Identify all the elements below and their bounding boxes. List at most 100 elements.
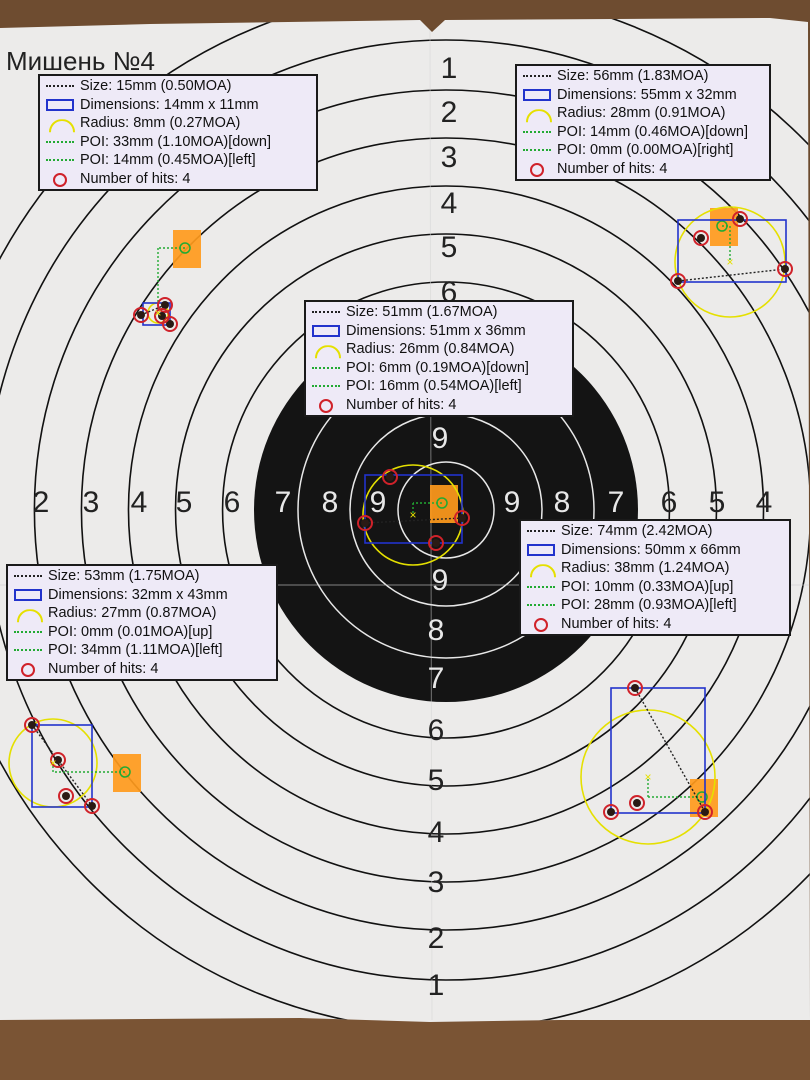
dotted-line-icon	[525, 524, 557, 538]
bullet-hole	[697, 234, 705, 242]
hit-marker-icon	[58, 788, 74, 804]
bullet-hole	[701, 808, 709, 816]
arc-icon	[310, 342, 342, 356]
hit-marker-icon	[133, 307, 149, 323]
ring-label-bottom-8: 8	[428, 614, 445, 647]
hit-marker-icon	[382, 469, 398, 485]
dimensions-box	[31, 724, 93, 808]
target-title: Мишень №4	[6, 46, 155, 76]
red-circle-icon	[12, 662, 44, 677]
rectangle-icon	[310, 324, 342, 338]
group-stats-top-right: Size: 56mm (1.83MOA) Dimensions: 55mm x …	[515, 64, 771, 181]
hit-marker-icon	[732, 211, 748, 227]
group-center-icon: ×	[49, 756, 56, 770]
hit-marker-icon	[50, 752, 66, 768]
arc-icon	[521, 106, 553, 120]
aim-sticker	[173, 230, 201, 268]
ring-label-right-5: 5	[709, 486, 726, 519]
hit-marker-icon	[627, 680, 643, 696]
bullet-hole	[54, 756, 62, 764]
ring-outer-3	[33, 89, 810, 931]
arc-icon	[12, 606, 44, 620]
bullet-hole	[633, 799, 641, 807]
aim-sticker	[430, 485, 458, 523]
dimensions-box	[610, 687, 706, 814]
hit-marker-icon	[157, 297, 173, 313]
hit-marker-icon	[154, 308, 170, 324]
ring-outer-7	[221, 281, 671, 739]
ring-inner-3	[397, 461, 495, 559]
group-center-icon: ×	[154, 306, 161, 320]
poi-horizontal-row: POI: 28mm (0.93MOA)[left]	[525, 596, 783, 615]
ring-label-bottom-5: 5	[428, 764, 445, 797]
bullet-hole	[361, 519, 369, 527]
shot-group-center: ×	[357, 464, 470, 566]
radius-row: Radius: 38mm (1.24MOA)	[525, 559, 783, 578]
ring-label-left-4: 4	[131, 486, 148, 519]
green-dotted-line-icon	[525, 580, 557, 594]
shot-group-top-right: ×	[670, 206, 793, 318]
bullet-hole	[88, 802, 96, 810]
hits-row: Number of hits: 4	[310, 396, 566, 415]
dotted-line-icon	[12, 569, 44, 583]
ring-label-top-2: 2	[441, 96, 458, 129]
dimensions-row: Dimensions: 51mm x 36mm	[310, 322, 566, 341]
hit-marker-icon	[84, 798, 100, 814]
rectangle-icon	[44, 98, 76, 112]
ring-outer-5	[127, 185, 765, 835]
size-row: Size: 51mm (1.67MOA)	[310, 303, 566, 322]
hit-marker-icon	[693, 230, 709, 246]
radius-row: Radius: 27mm (0.87MOA)	[12, 604, 270, 623]
shot-group-top-left: ×	[133, 230, 201, 332]
bullet-hole	[28, 721, 36, 729]
poi-vertical-row: POI: 10mm (0.33MOA)[up]	[525, 578, 783, 597]
hits-row: Number of hits: 4	[12, 660, 270, 679]
hit-marker-icon	[24, 717, 40, 733]
rectangle-icon	[525, 543, 557, 557]
red-circle-icon	[521, 162, 553, 177]
hit-marker-icon	[697, 804, 713, 820]
hit-marker-icon	[428, 535, 444, 551]
bullet-hole	[166, 320, 174, 328]
bullet-hole	[158, 312, 166, 320]
red-circle-icon	[44, 172, 76, 187]
dimensions-box	[677, 219, 787, 283]
group-stats-bottom-left: Size: 53mm (1.75MOA) Dimensions: 32mm x …	[6, 564, 278, 681]
ring-label-top-4: 4	[441, 187, 458, 220]
size-row: Size: 74mm (2.42MOA)	[525, 522, 783, 541]
red-circle-icon	[310, 398, 342, 413]
bullet-hole	[458, 514, 466, 522]
ring-label-left-7: 7	[275, 486, 292, 519]
size-line	[31, 724, 93, 807]
poi-vertical-row: POI: 0mm (0.01MOA)[up]	[12, 623, 270, 642]
poi-vertical-row: POI: 6mm (0.19MOA)[down]	[310, 359, 566, 378]
green-dotted-line-icon	[12, 643, 44, 657]
hit-marker-icon	[357, 515, 373, 531]
size-row: Size: 56mm (1.83MOA)	[521, 67, 763, 86]
ring-label-bottom-1: 1	[428, 969, 445, 1002]
dimensions-row: Dimensions: 32mm x 43mm	[12, 586, 270, 605]
dimensions-box	[364, 474, 463, 544]
ring-label-left-6: 6	[224, 486, 241, 519]
green-dotted-line-icon	[44, 135, 76, 149]
size-row: Size: 15mm (0.50MOA)	[44, 77, 310, 96]
bullet-hole	[781, 265, 789, 273]
ring-label-left-3: 3	[83, 486, 100, 519]
wood-floor-bottom	[0, 1018, 810, 1080]
aim-sticker	[710, 208, 738, 246]
rectangle-icon	[521, 88, 553, 102]
ring-label-top-1: 1	[441, 52, 458, 85]
ring-label-bottom-4: 4	[428, 816, 445, 849]
green-dotted-line-icon	[310, 379, 342, 393]
hit-groups: ×××××	[8, 206, 793, 845]
green-dotted-line-icon	[521, 125, 553, 139]
ring-label-inner-9b: 9	[432, 564, 449, 597]
bullet-hole	[736, 215, 744, 223]
hit-marker-icon	[162, 316, 178, 332]
group-stats-top-left: Size: 15mm (0.50MOA) Dimensions: 14mm x …	[38, 74, 318, 191]
ring-label-top-3: 3	[441, 141, 458, 174]
green-dotted-line-icon	[310, 361, 342, 375]
size-line	[677, 268, 786, 282]
bullet-hole	[137, 311, 145, 319]
poi-vertical-row: POI: 33mm (1.10MOA)[down]	[44, 133, 310, 152]
